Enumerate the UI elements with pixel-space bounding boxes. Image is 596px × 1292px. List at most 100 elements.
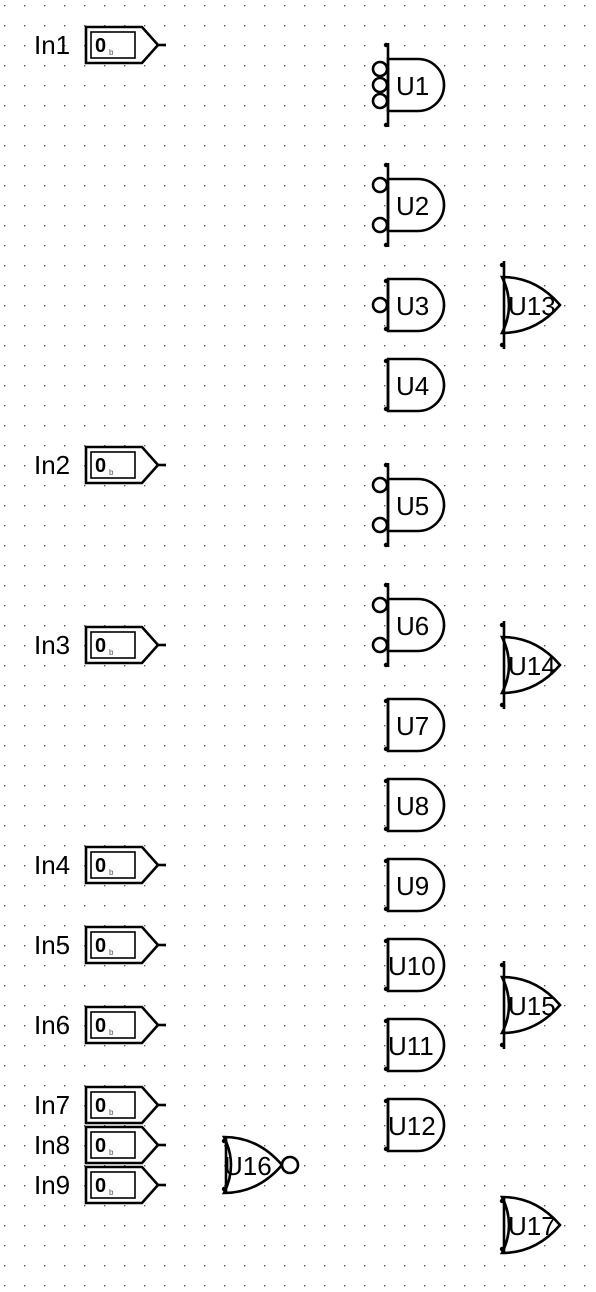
inversion-bubble (371, 476, 389, 494)
input-pin-label: In1 (34, 30, 70, 60)
gate-u10[interactable]: U10 (383, 937, 446, 993)
input-pin-dot (383, 278, 389, 284)
gate-u2[interactable]: U2 (371, 162, 446, 248)
gate-body (386, 857, 446, 913)
input-pin-dot (383, 1098, 389, 1104)
gate-u4[interactable]: U4 (383, 357, 446, 413)
input-pin-dot (383, 542, 389, 548)
gate-label: U17 (508, 1211, 556, 1241)
input-pin-dot (383, 698, 389, 704)
gate-u16[interactable]: U16 (221, 1135, 300, 1195)
pin-value-box (90, 631, 136, 659)
gate-u11[interactable]: U11 (383, 1017, 446, 1073)
pin-base: b (109, 948, 114, 957)
input-pin-dot (499, 1246, 505, 1252)
input-pin-dot (383, 326, 389, 332)
pin-value: 0 (95, 855, 106, 877)
pin-body (84, 445, 160, 485)
gate-u12[interactable]: U12 (383, 1097, 446, 1153)
input-pin-dot (221, 1138, 227, 1144)
pin-body (84, 1125, 160, 1165)
pin-value-box (90, 1131, 136, 1159)
pin-body (84, 925, 160, 965)
input-pin-dot (499, 1042, 505, 1048)
gate-u15[interactable]: U15 (499, 961, 562, 1049)
pin-body (84, 1085, 160, 1125)
pin-base: b (109, 648, 114, 657)
inversion-bubble (371, 596, 389, 614)
input-pin-dot (383, 662, 389, 668)
gate-body (221, 1135, 284, 1195)
input-pin-dot (499, 1198, 505, 1204)
pin-value: 0 (95, 1015, 106, 1037)
pin-value: 0 (95, 35, 106, 57)
gate-body (499, 1195, 562, 1255)
pin-base: b (109, 1148, 114, 1157)
pin-value-box (90, 931, 136, 959)
gate-body (386, 177, 446, 233)
input-pin-dot (383, 358, 389, 364)
gate-label: U13 (508, 291, 556, 321)
input-pin-dot (383, 938, 389, 944)
pin-value-box (90, 31, 136, 59)
inversion-bubble (371, 60, 389, 78)
gate-body (386, 357, 446, 413)
inversion-bubble (371, 92, 389, 110)
input-pin-dot (383, 1018, 389, 1024)
input-pin-dot (221, 1186, 227, 1192)
gate-u3[interactable]: U3 (371, 277, 446, 333)
pin-value: 0 (95, 1135, 106, 1157)
input-pin-dot (499, 962, 505, 968)
input-pin-dot (383, 1146, 389, 1152)
pin-value: 0 (95, 1095, 106, 1117)
pin-body (84, 845, 160, 885)
input-pin-dot (383, 406, 389, 412)
gate-u14[interactable]: U14 (499, 621, 562, 709)
gate-u17[interactable]: U17 (499, 1195, 562, 1255)
input-pin-dot (383, 582, 389, 588)
gate-body (386, 277, 446, 333)
pin-body (84, 1165, 160, 1205)
gate-label: U14 (508, 651, 556, 681)
gate-body (499, 975, 562, 1035)
input-pin-label: In7 (34, 1090, 70, 1120)
pin-base: b (109, 1028, 114, 1037)
gate-body (386, 1097, 446, 1153)
gate-label: U8 (396, 791, 429, 821)
gate-body (499, 275, 562, 335)
gate-u1[interactable]: U1 (371, 42, 446, 128)
gate-body (386, 597, 446, 653)
input-pin-dot (383, 906, 389, 912)
gate-u9[interactable]: U9 (383, 857, 446, 913)
inversion-bubble (371, 296, 389, 314)
gate-u5[interactable]: U5 (371, 462, 446, 548)
input-pin-dot (383, 1066, 389, 1072)
gate-label: U9 (396, 871, 429, 901)
pin-value-box (90, 451, 136, 479)
gate-body (386, 937, 446, 993)
gate-body (386, 57, 446, 113)
input-pin-dot (499, 622, 505, 628)
inversion-bubble (371, 636, 389, 654)
gate-u13[interactable]: U13 (499, 261, 562, 349)
input-pin-label: In8 (34, 1130, 70, 1160)
gate-label: U12 (388, 1111, 436, 1141)
gate-label: U3 (396, 291, 429, 321)
gate-u7[interactable]: U7 (383, 697, 446, 753)
gate-u8[interactable]: U8 (383, 777, 446, 833)
input-pin-dot (383, 858, 389, 864)
gate-u6[interactable]: U6 (371, 582, 446, 668)
pin-value: 0 (95, 635, 106, 657)
input-pin-label: In9 (34, 1170, 70, 1200)
input-pin-dot (383, 162, 389, 168)
